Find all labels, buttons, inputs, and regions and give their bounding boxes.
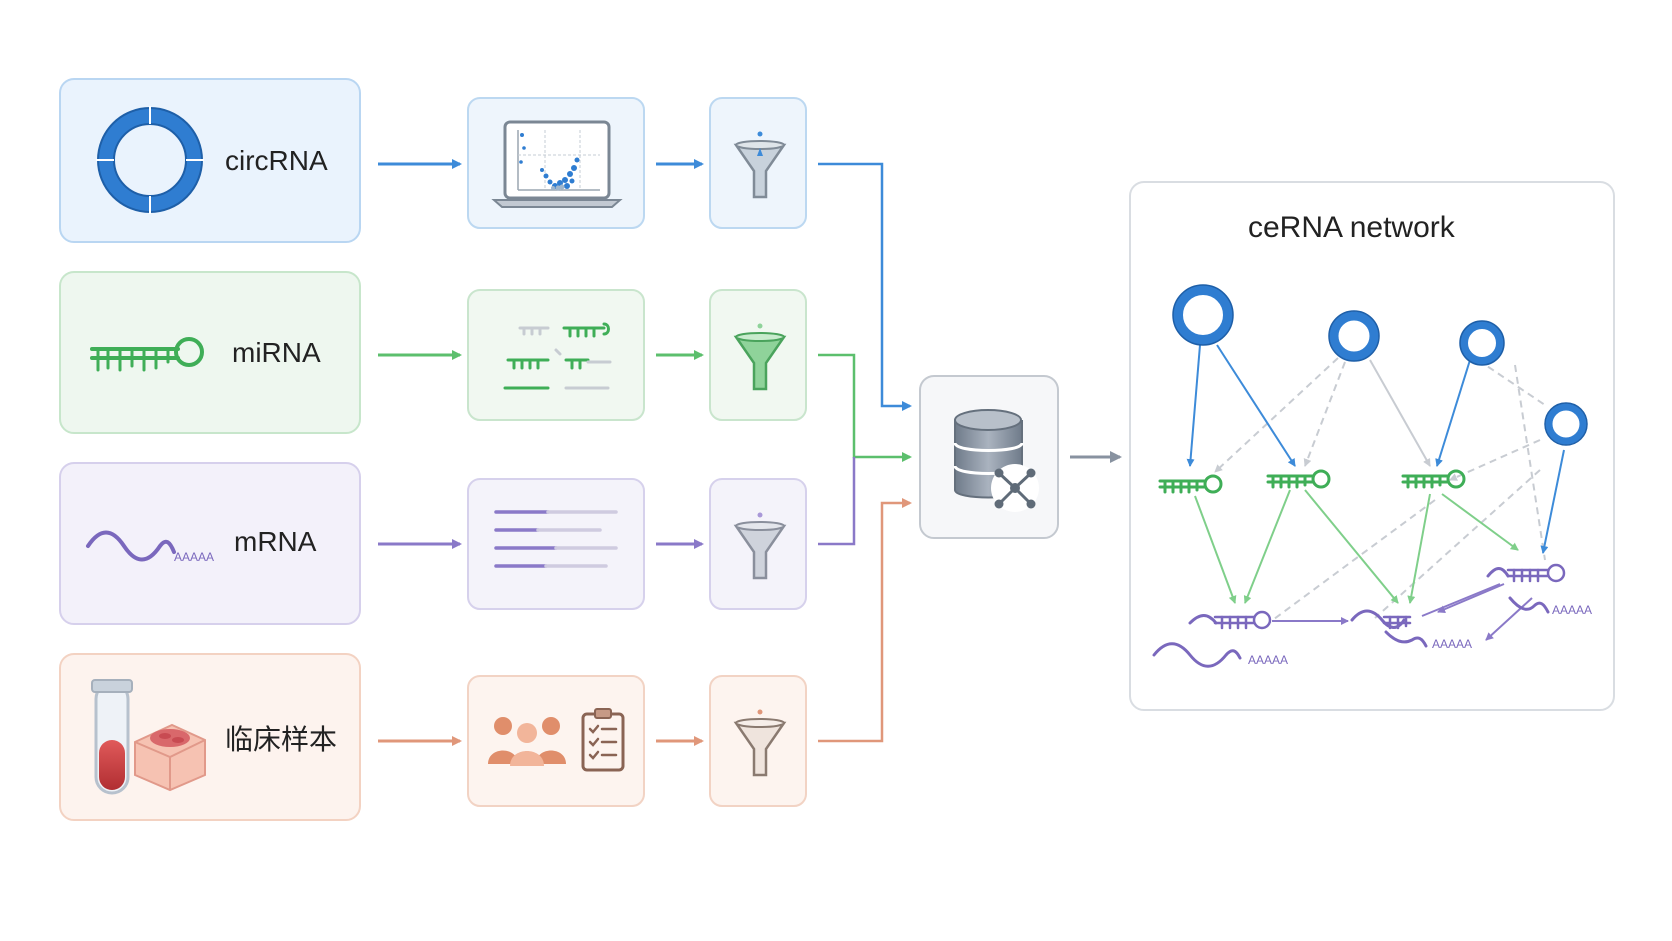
network-mirna-node [1401, 469, 1466, 489]
network-circrna-node [1544, 402, 1588, 446]
laptop-volcano-plot-icon [491, 120, 623, 208]
database-network-icon [953, 409, 1039, 512]
network-edges [1186, 344, 1565, 641]
mirna-alignment-icon [503, 322, 612, 390]
blood-tube-tissue-icon [91, 679, 206, 795]
mrna-polya-tag: AAAAA [1552, 603, 1592, 617]
mirna-hairpin-icon [90, 337, 204, 372]
funnel-icon [733, 323, 787, 391]
network-mrna-node: AAAAA [1486, 563, 1592, 617]
mrna-analysis-card [467, 478, 645, 610]
mrna-polya-icon: AAAAA [86, 530, 214, 564]
clinical-source-card [59, 653, 361, 821]
network-circrna-node [1459, 320, 1505, 366]
network-mrna-node: AAAAA [1350, 609, 1472, 651]
circular-rna-icon [96, 106, 204, 214]
mrna-polya-tag: AAAAA [1432, 637, 1472, 651]
funnel-icon [733, 512, 787, 580]
network-circrna-node [1172, 284, 1234, 346]
mrna-source-card [59, 462, 361, 625]
network-title: ceRNA network [1248, 211, 1455, 244]
clinical-source-label: 临床样本 [225, 724, 338, 755]
network-mirna-nodes [1158, 469, 1466, 494]
network-circrna-node [1328, 310, 1380, 362]
funnel-icon [733, 131, 787, 199]
network-mrna-node: AAAAA [1152, 610, 1288, 668]
text-lines-icon [494, 510, 618, 568]
patients-checklist-icon [488, 708, 625, 772]
merge-connectors [818, 162, 912, 743]
mirna-source-card [59, 271, 361, 434]
circrna-source-label: circRNA [225, 145, 328, 176]
mrna-polya-tag: AAAAA [174, 550, 214, 564]
network-mirna-node [1158, 474, 1223, 494]
mirna-source-label: miRNA [232, 337, 321, 368]
row-arrows [378, 159, 704, 746]
network-mrna-nodes: AAAAA AAAAA [1152, 563, 1592, 668]
network-mirna-node [1266, 469, 1331, 489]
cerna-network-panel [1129, 181, 1615, 711]
funnel-icon [733, 709, 787, 777]
network-circrna-nodes [1172, 284, 1588, 446]
mrna-source-label: mRNA [234, 526, 317, 557]
mirna-analysis-card [467, 289, 645, 421]
mrna-polya-tag: AAAAA [1248, 653, 1288, 667]
